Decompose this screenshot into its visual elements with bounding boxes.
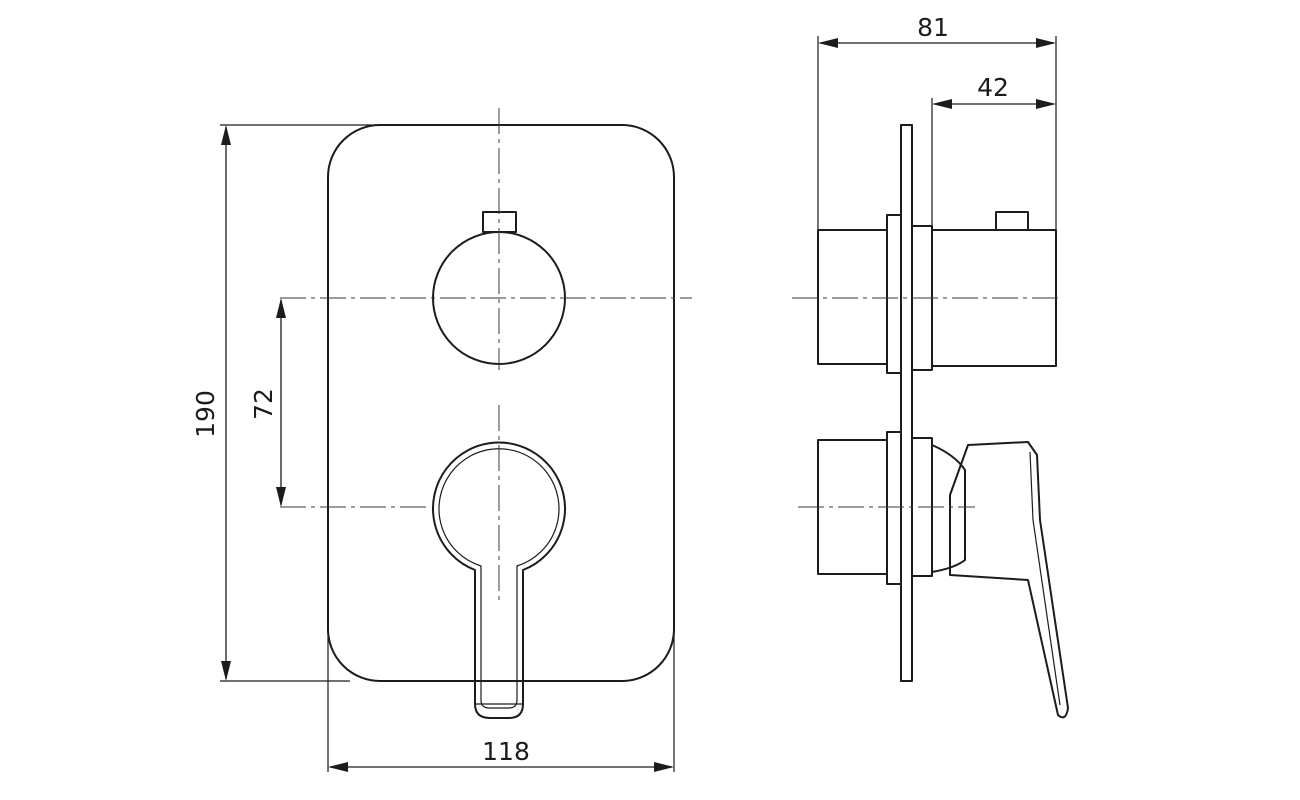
side-view xyxy=(792,124,1069,719)
arrowhead xyxy=(932,99,952,109)
lower-body-side xyxy=(817,431,1069,719)
side-plate xyxy=(900,124,913,682)
dimension-label-height: 190 xyxy=(191,390,220,438)
lever-handle-side xyxy=(949,441,1069,719)
dimension-depth: 81 xyxy=(817,13,1057,230)
arrowhead xyxy=(276,487,286,507)
arrowhead xyxy=(276,298,286,318)
lever-handle-front xyxy=(432,441,566,719)
arrowhead xyxy=(818,38,838,48)
dimension-cartridge-depth: 42 xyxy=(931,73,1056,230)
dimension-handle-spacing: 72 xyxy=(249,298,286,507)
dimension-label-width: 118 xyxy=(482,737,530,766)
front-centerlines xyxy=(280,108,692,600)
dimension-label-spacing: 72 xyxy=(249,388,278,420)
upper-body-side xyxy=(817,211,1057,374)
dimension-width: 118 xyxy=(327,560,675,772)
cover-plate-outline xyxy=(327,124,675,682)
side-centerlines xyxy=(792,297,1062,508)
dimension-label-depth: 81 xyxy=(917,13,949,42)
arrowhead xyxy=(1036,38,1056,48)
front-view xyxy=(280,108,692,719)
arrowhead xyxy=(654,762,674,772)
arrowhead xyxy=(221,125,231,145)
arrowhead xyxy=(328,762,348,772)
arrowhead xyxy=(1036,99,1056,109)
dimension-height: 190 xyxy=(191,124,400,682)
dimension-label-cartridge: 42 xyxy=(977,73,1009,102)
arrowhead xyxy=(221,661,231,681)
